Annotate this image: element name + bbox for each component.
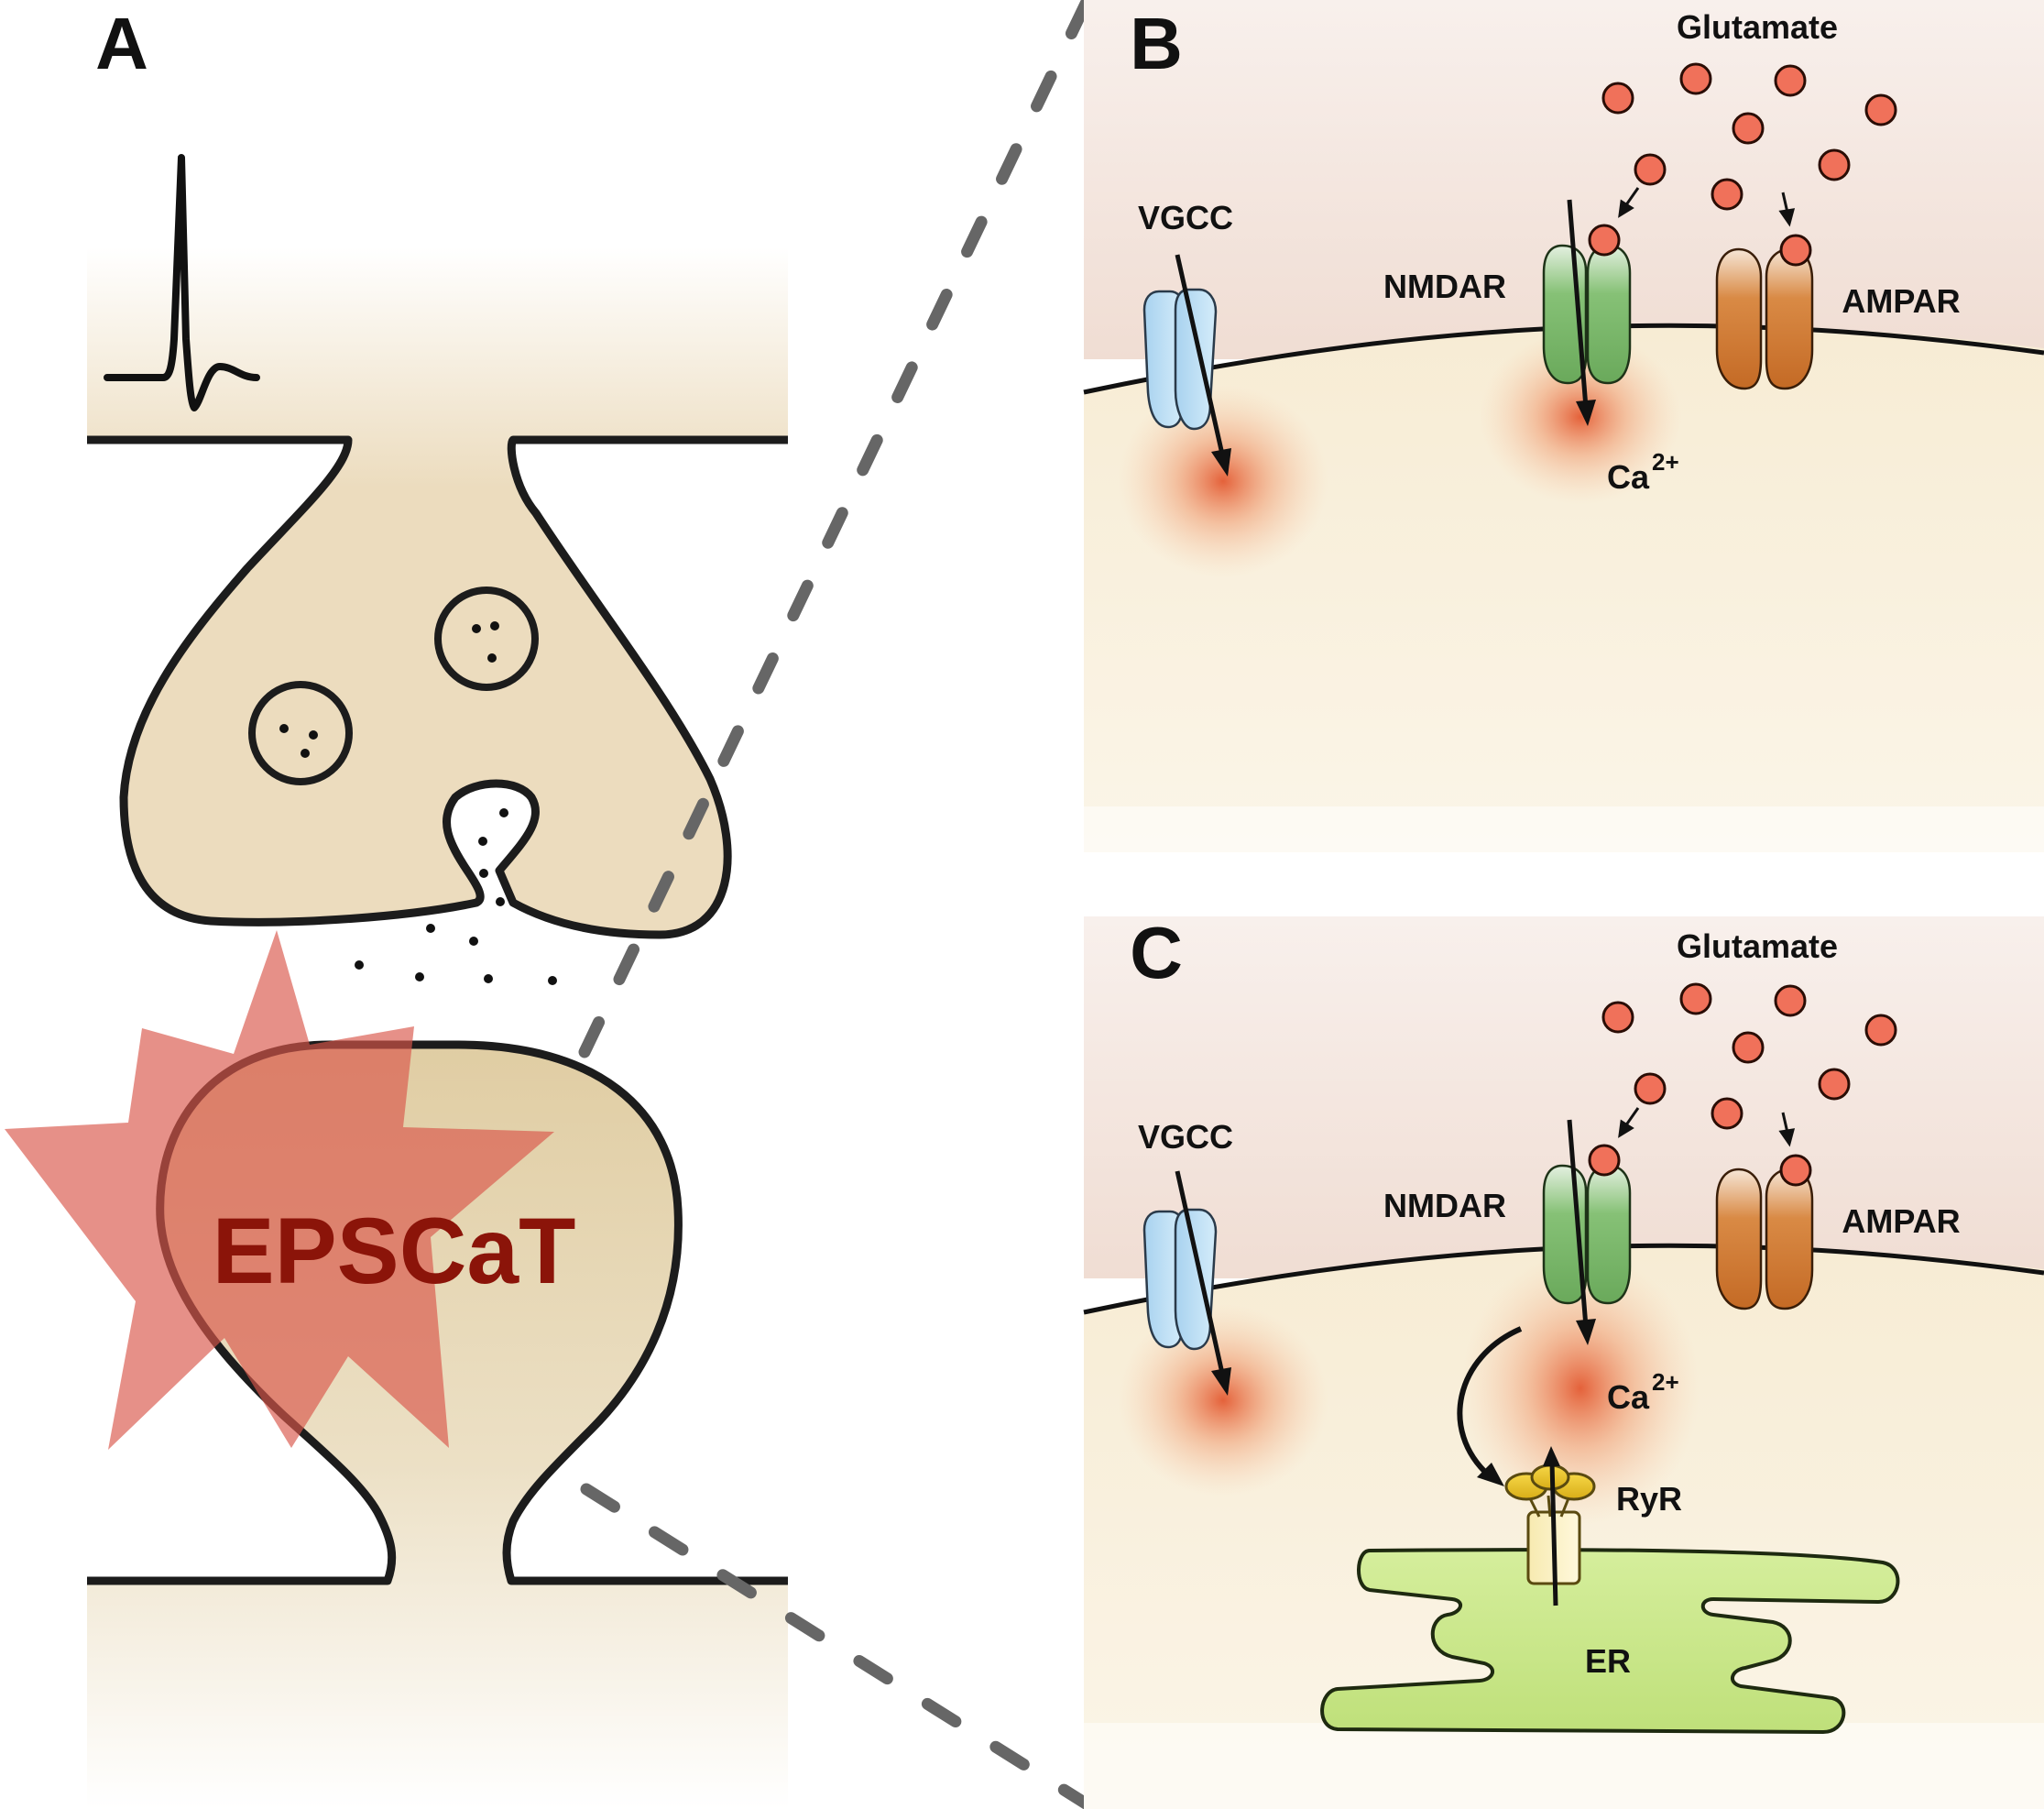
calcium-microdomain: [1461, 1251, 1700, 1526]
neurotransmitter-release: [355, 808, 557, 985]
binding-arrows: [1618, 1107, 1796, 1147]
epscat-burst: [5, 930, 554, 1450]
panel-a: EPSCaT A: [5, 3, 788, 1809]
panel-b: Glutamate VGCC NMDAR AMPAR Ca 2+ B: [1083, 0, 2044, 852]
panel-c-letter: C: [1130, 912, 1183, 993]
glutamate-molecules: [1588, 982, 1897, 1187]
glutamate-molecules: [1588, 62, 1897, 267]
panel-a-letter: A: [95, 3, 148, 84]
calcium-ion-label: Ca 2+: [1607, 448, 1679, 496]
nmdar-label: NMDAR: [1383, 268, 1506, 305]
synaptic-vesicle: [434, 587, 539, 691]
er-label: ER: [1585, 1642, 1631, 1680]
presynaptic-membrane: [87, 435, 788, 939]
ryr-label: RyR: [1616, 1480, 1682, 1518]
bound-glutamate: [1779, 234, 1812, 267]
presynaptic-terminal: [87, 247, 788, 935]
panel-b-letter: B: [1130, 3, 1183, 84]
nmdar-label: NMDAR: [1383, 1187, 1506, 1224]
binding-arrows: [1618, 187, 1796, 227]
calcium-influx-arrow: [1175, 254, 1231, 477]
bound-glutamate: [1588, 1144, 1621, 1177]
zoom-indicator-lines: [578, 0, 1092, 1809]
ampar-label: AMPAR: [1842, 282, 1960, 320]
svg-text:2+: 2+: [1652, 1368, 1679, 1396]
vgcc-label: VGCC: [1138, 1118, 1233, 1156]
panel-c: Glutamate VGCC NMDAR AMPAR Ca 2+ RyR ER …: [1083, 912, 2044, 1809]
endoplasmic-reticulum: [1320, 1548, 1900, 1735]
vgcc-channel: [1142, 1208, 1218, 1351]
vgcc-label: VGCC: [1138, 199, 1233, 236]
svg-text:Ca: Ca: [1607, 1378, 1650, 1416]
calcium-influx-arrow: [1567, 1119, 1596, 1345]
epscat-label: EPSCaT: [213, 1199, 576, 1303]
svg-text:2+: 2+: [1652, 448, 1679, 476]
bound-glutamate: [1779, 1154, 1812, 1187]
glutamate-label: Glutamate: [1677, 8, 1838, 46]
calcium-induced-release-arrow: [1457, 1326, 1523, 1486]
zoom-line-top: [578, 0, 1092, 1058]
calcium-influx-arrow: [1567, 199, 1596, 426]
calcium-ion-label: Ca 2+: [1607, 1368, 1679, 1416]
synaptic-vesicle: [248, 681, 353, 785]
calcium-influx-arrow: [1175, 1170, 1231, 1396]
calcium-microdomain: [1118, 1304, 1328, 1497]
action-potential-trace: [104, 154, 260, 411]
vgcc-channel: [1142, 288, 1218, 431]
bound-glutamate: [1588, 224, 1621, 257]
glutamate-label: Glutamate: [1677, 927, 1838, 965]
calcium-microdomain: [1480, 330, 1681, 504]
ampar-label: AMPAR: [1842, 1202, 1960, 1240]
ryanodine-receptor: [1504, 1446, 1596, 1606]
svg-text:Ca: Ca: [1607, 458, 1650, 496]
zoom-line-bottom: [580, 1483, 1092, 1809]
calcium-microdomain: [1118, 385, 1328, 577]
